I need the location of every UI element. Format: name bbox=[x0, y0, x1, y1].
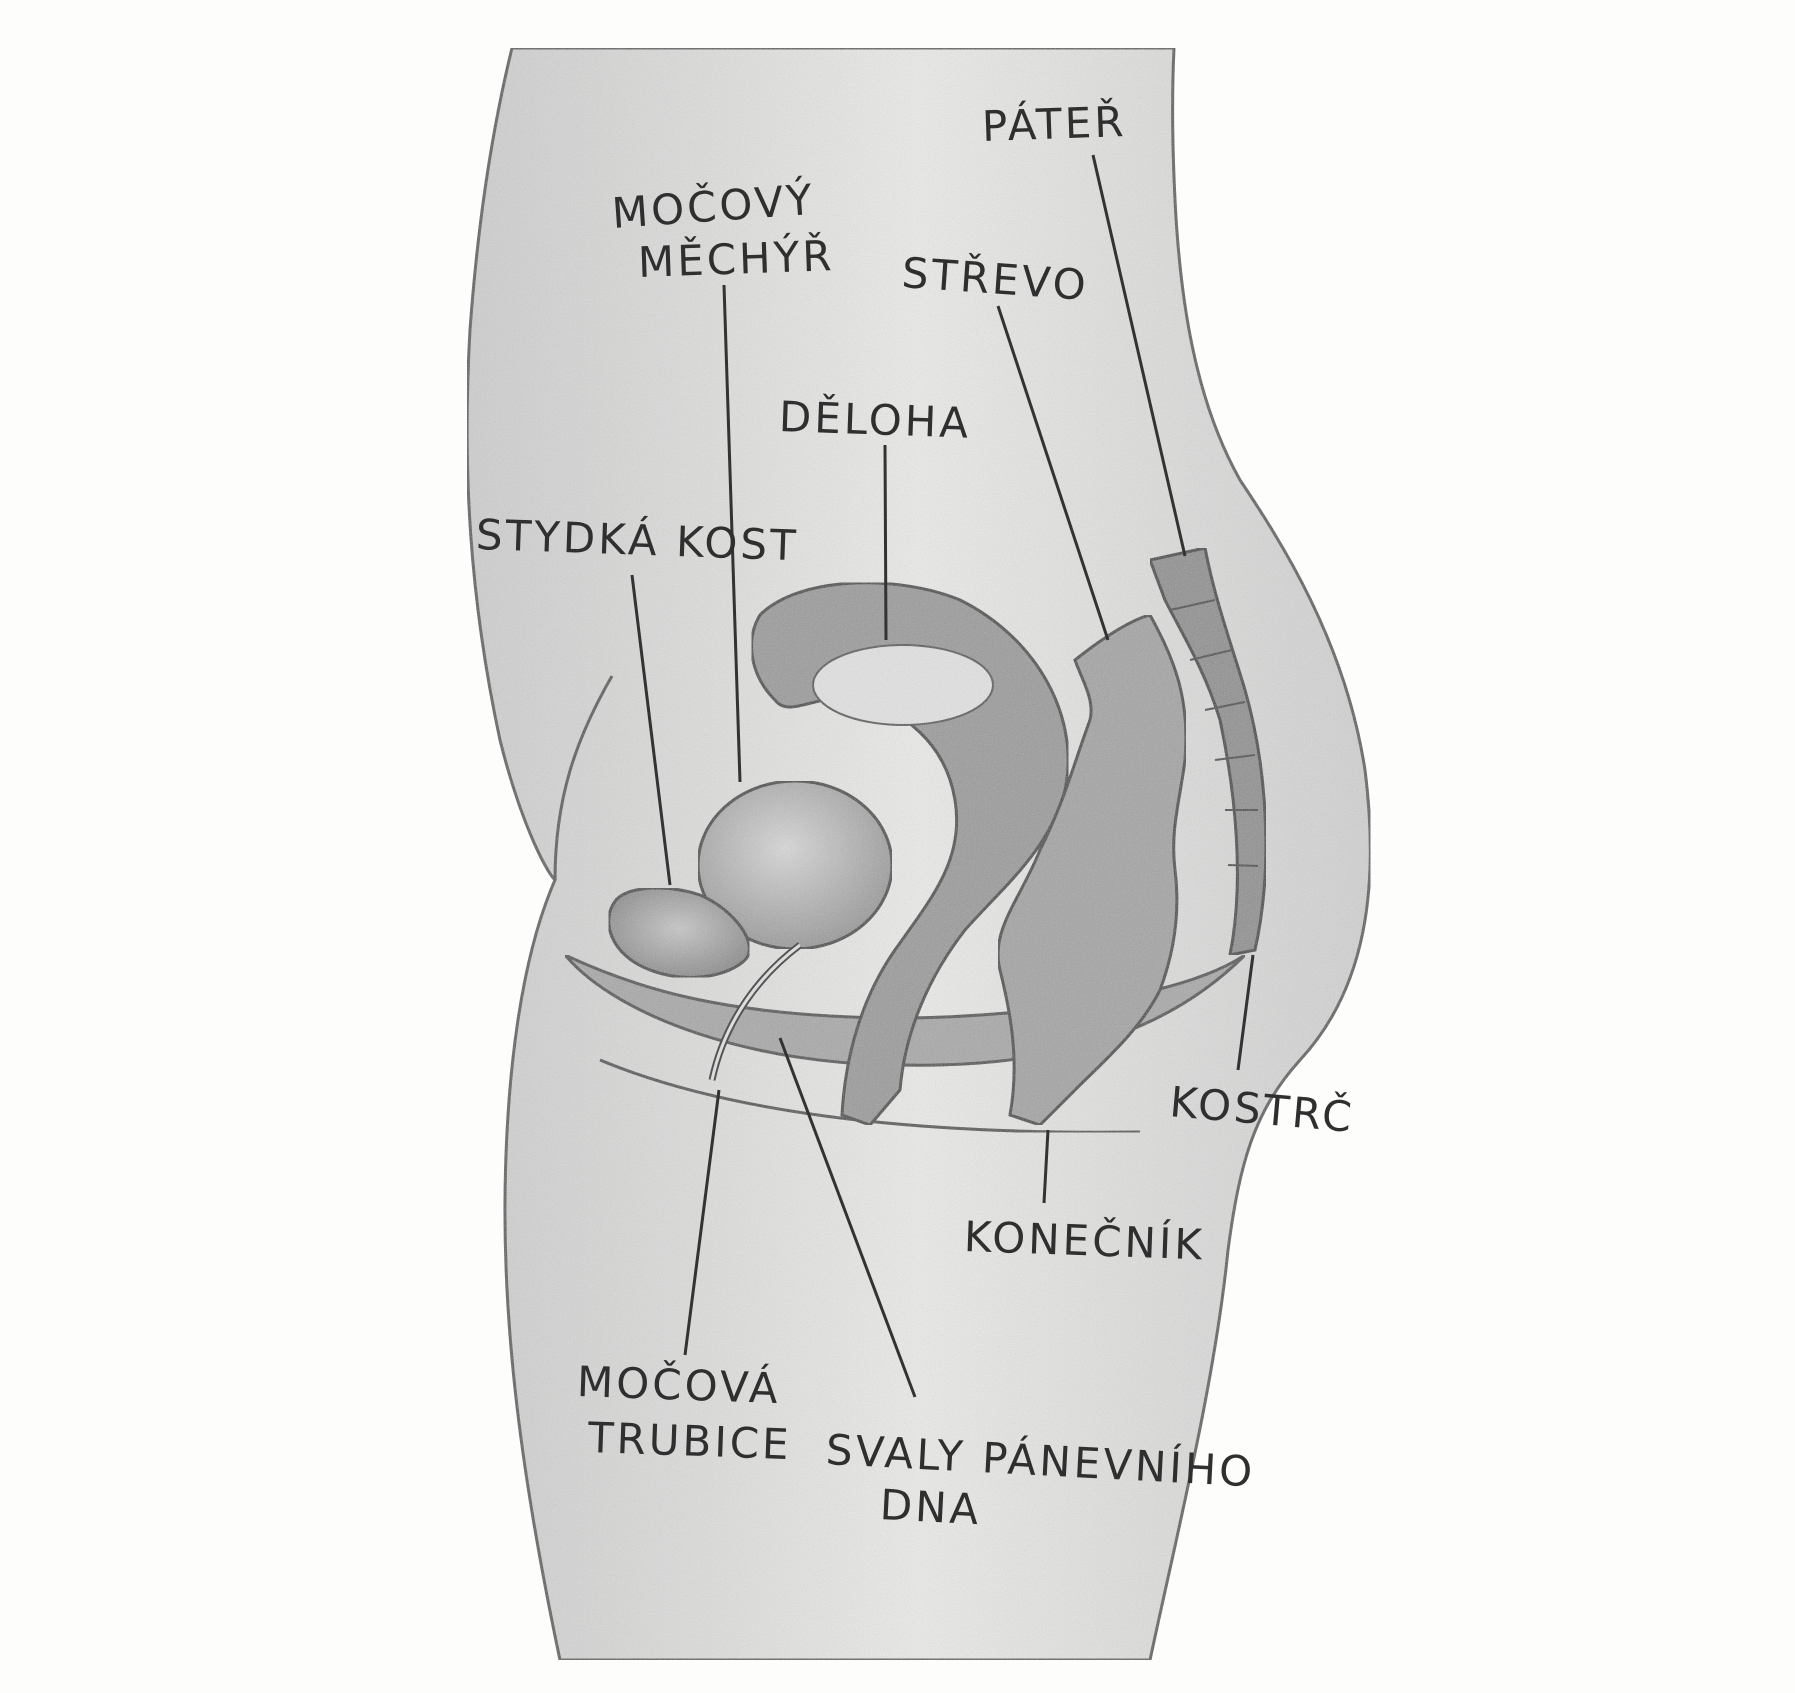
label-mocovy-mechyr-line2: MĚCHÝŘ bbox=[637, 231, 836, 287]
pubic-bone bbox=[607, 886, 751, 979]
leader-kostrc bbox=[1236, 954, 1255, 1071]
label-deloha: DĚLOHA bbox=[778, 392, 972, 448]
uterus bbox=[750, 581, 1070, 1127]
leader-lines bbox=[630, 154, 1255, 1398]
thigh-front-line bbox=[553, 675, 614, 881]
label-mocova-trubice-line2: TRUBICE bbox=[587, 1413, 793, 1470]
leader-pater bbox=[1091, 154, 1187, 557]
label-konecnik: KONEČNÍK bbox=[963, 1212, 1206, 1270]
rectum bbox=[996, 613, 1188, 1127]
leader-stydka-kost bbox=[630, 574, 672, 886]
label-mocova-trubice-line1: MOČOVÁ bbox=[576, 1357, 782, 1414]
label-pater: PÁTEŘ bbox=[981, 96, 1128, 151]
urethra bbox=[708, 942, 803, 1081]
leader-svaly bbox=[778, 1037, 917, 1398]
torso-outline bbox=[465, 46, 1372, 1662]
leader-strevo bbox=[996, 305, 1110, 641]
label-svaly-line2: DNA bbox=[878, 1480, 983, 1535]
leader-deloha bbox=[883, 444, 888, 641]
leader-mechyr bbox=[722, 284, 742, 783]
leader-trubice bbox=[683, 1089, 721, 1356]
leader-konecnik bbox=[1042, 1129, 1050, 1204]
body-silhouette bbox=[465, 46, 1372, 1662]
spine-coccyx bbox=[1147, 546, 1268, 957]
